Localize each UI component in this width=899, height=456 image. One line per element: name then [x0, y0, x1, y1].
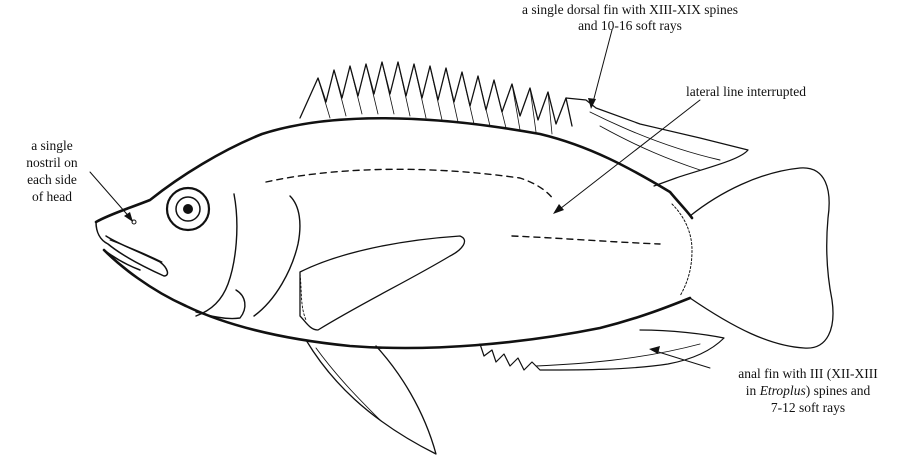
nostril: [132, 220, 136, 224]
anal-label-line-2: in Etroplus) spines and: [746, 383, 871, 398]
anal-fin-label: anal fin with III (XII-XIII in Etroplus)…: [738, 366, 878, 415]
lateral-leader: [556, 100, 700, 212]
nostril-arrowhead: [124, 212, 133, 222]
dorsal-label-line-1: a single dorsal fin with XIII-XIX spines: [522, 2, 738, 17]
anal-fin: [480, 330, 724, 370]
pectoral-fin: [300, 236, 465, 330]
nostril-label: a single nostril on each side of head: [26, 138, 78, 204]
anal-label-genus: Etroplus: [759, 383, 806, 398]
anal-label-line-3: 7-12 soft rays: [771, 400, 845, 415]
nostril-label-line-2: nostril on: [26, 155, 78, 170]
lateral-arrowhead: [553, 204, 564, 214]
dorsal-fin-spines: [300, 62, 572, 134]
dorsal-fin-label: a single dorsal fin with XIII-XIX spines…: [522, 2, 738, 33]
leader-lines: [90, 30, 710, 368]
anal-label-prefix: in: [746, 383, 760, 398]
nostril-label-line-3: each side: [27, 172, 77, 187]
nostril-leader: [90, 172, 132, 220]
anal-label-suffix: ) spines and: [806, 383, 871, 398]
lateral-line-label: lateral line interrupted: [686, 84, 806, 99]
nostril-label-line-4: of head: [32, 189, 72, 204]
caudal-fin: [672, 168, 833, 348]
mouth: [96, 222, 167, 276]
lateral-line: [266, 169, 660, 244]
belly-outline: [104, 250, 690, 348]
anal-label-line-1: anal fin with III (XII-XIII: [738, 366, 878, 381]
dorsal-label-line-2: and 10-16 soft rays: [578, 18, 682, 33]
soft-dorsal-fin: [566, 98, 748, 186]
anal-arrowhead: [649, 346, 660, 354]
pelvic-fin: [306, 340, 436, 454]
nostril-label-line-1: a single: [31, 138, 73, 153]
dorsal-leader: [592, 30, 612, 106]
eye: [167, 188, 209, 230]
operculum: [196, 194, 300, 319]
